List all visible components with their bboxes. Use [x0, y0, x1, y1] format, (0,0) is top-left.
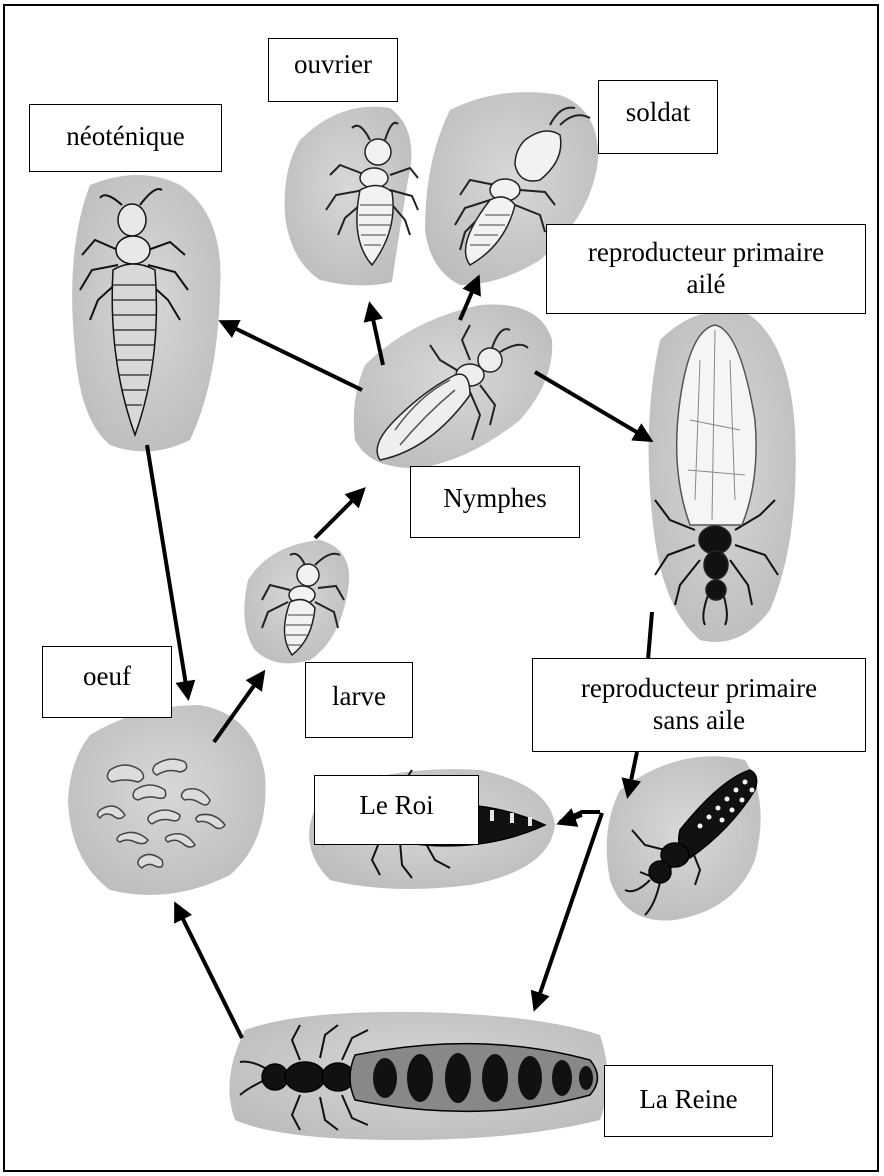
label-neotenique: néoténique	[29, 104, 222, 172]
label-reine: La Reine	[604, 1065, 773, 1137]
label-larve: larve	[305, 662, 413, 738]
arrow-aile-to-sans-aile	[648, 612, 652, 660]
label-soldat: soldat	[598, 80, 718, 154]
label-roi: Le Roi	[314, 775, 479, 845]
arrow-larve-to-nymphes	[315, 490, 363, 538]
arrow-nymphes-to-repro-aile	[535, 372, 650, 440]
label-oeuf: oeuf	[42, 646, 172, 718]
blob-oeuf	[68, 705, 266, 895]
label-ouvrier: ouvrier	[268, 38, 398, 102]
arrow-nymphes-to-neotenique	[222, 322, 362, 390]
label-nymphes: Nymphes	[410, 466, 580, 538]
arrow-reine-to-oeuf	[176, 905, 242, 1038]
